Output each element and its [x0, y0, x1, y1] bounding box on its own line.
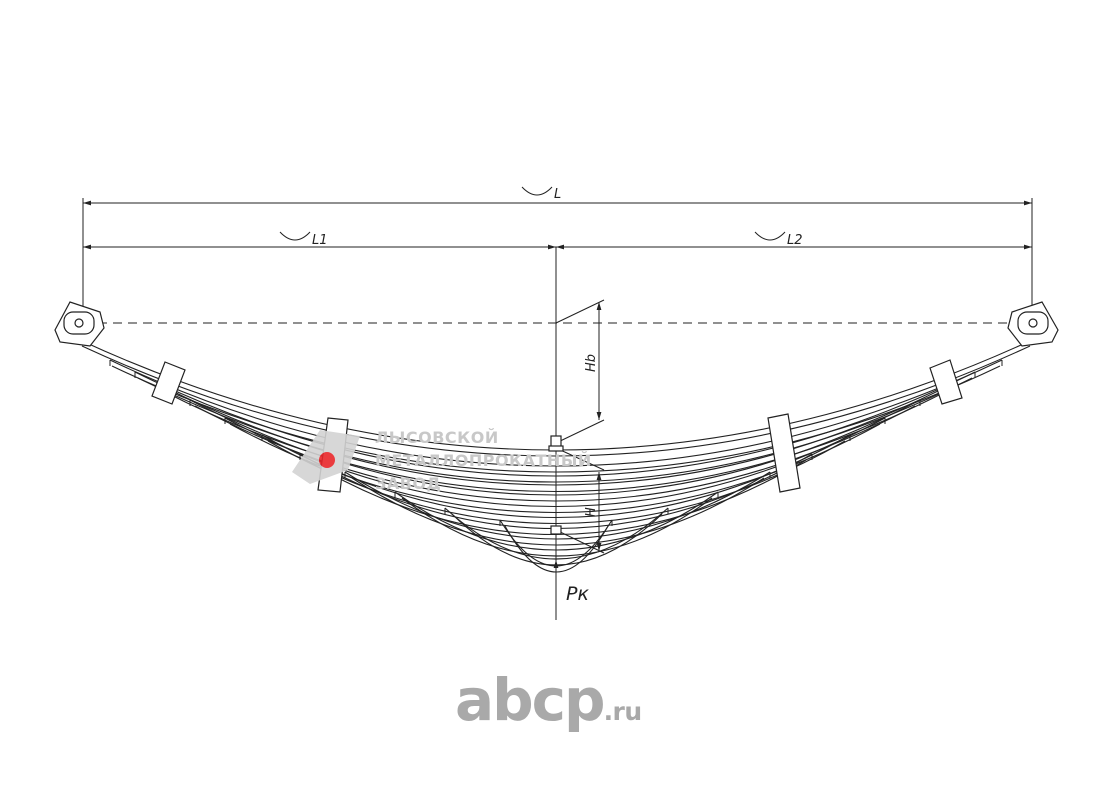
center-bolt: [548, 435, 564, 535]
watermark-line-2: МЕТАЛЛОПРОКАТНЫЙ: [375, 451, 592, 470]
label-hb: Hb: [584, 354, 599, 372]
left-eye: [54, 301, 105, 347]
brand-name: abcp: [455, 666, 606, 734]
watermark-line-3: ЗАВОД: [375, 474, 441, 493]
abcp-logo: abcp.ru: [455, 665, 715, 735]
label-load: Pк: [566, 583, 589, 605]
right-eye: [1007, 301, 1059, 347]
label-l1: L1: [312, 233, 328, 248]
arc-symbol-l1: [279, 231, 311, 241]
label-l2: L2: [787, 233, 803, 248]
watermark-logo: [292, 430, 360, 484]
label-l: L: [554, 187, 561, 202]
label-h: H: [584, 507, 599, 517]
watermark-line-1: ЛЫСОВСКОЙ: [375, 428, 499, 447]
dimension-lines: [68, 186, 1045, 620]
arc-symbol-l: [521, 186, 553, 196]
arc-symbol-l2: [754, 231, 786, 241]
brand-tld: .ru: [603, 697, 643, 726]
watermark-red-dot: [319, 452, 335, 468]
